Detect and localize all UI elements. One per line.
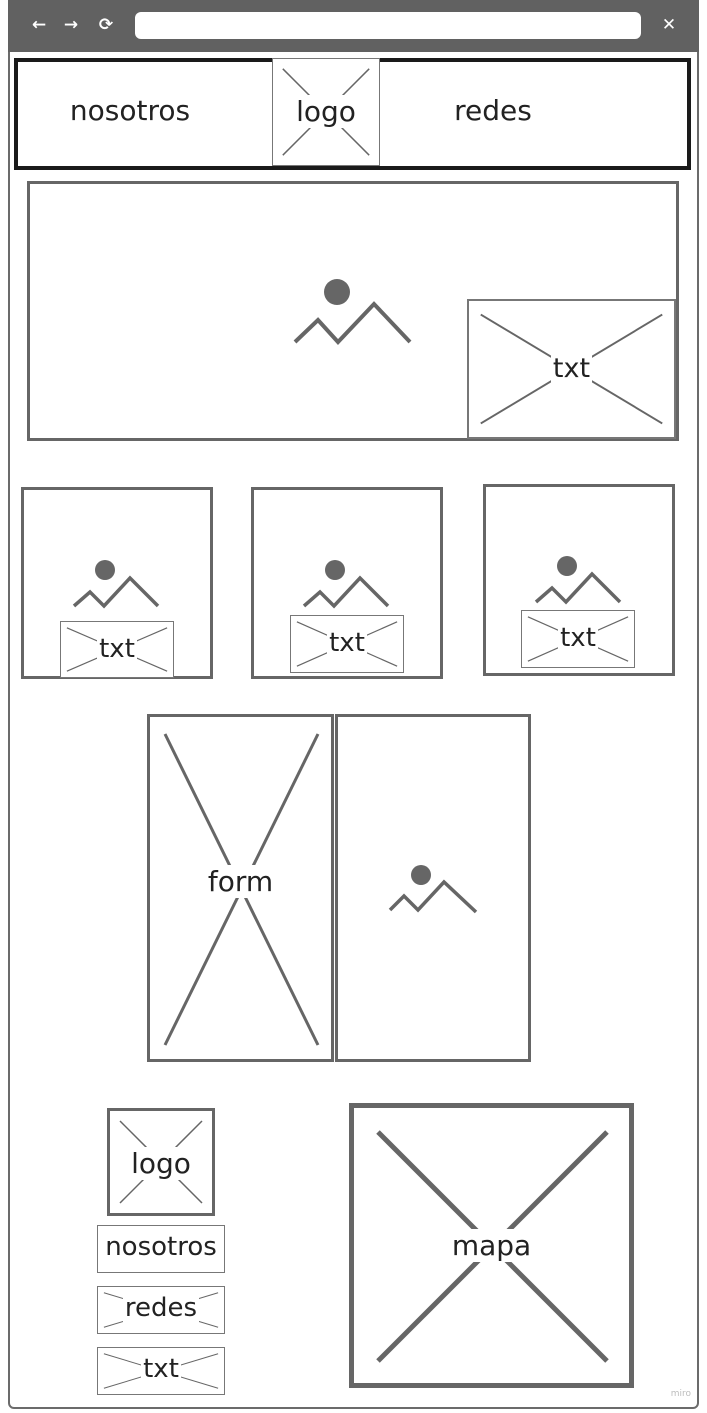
card-3-text-placeholder: txt [521, 610, 635, 668]
close-icon: ✕ [661, 15, 677, 35]
image-icon [388, 865, 478, 914]
forward-button[interactable]: → [60, 14, 82, 36]
hero-text-label: txt [550, 353, 593, 384]
card-1-text-placeholder: txt [60, 621, 174, 678]
contact-form-placeholder[interactable]: form [147, 714, 334, 1062]
card-3-text-label: txt [558, 623, 598, 653]
arrow-right-icon: → [63, 15, 79, 35]
miro-watermark: miro [670, 1389, 691, 1399]
arrow-left-icon: ← [31, 15, 47, 35]
image-icon [72, 560, 160, 609]
reload-icon: ⟳ [98, 15, 114, 35]
footer-nosotros-link[interactable]: nosotros [97, 1225, 225, 1273]
footer-redes-label: redes [122, 1293, 200, 1323]
image-icon [534, 556, 622, 605]
card-2-text-label: txt [327, 628, 367, 658]
footer-redes-link[interactable]: redes [97, 1286, 225, 1334]
footer-map-label: mapa [449, 1229, 534, 1262]
footer-text-label: txt [141, 1354, 181, 1384]
card-1-text-label: txt [97, 634, 137, 664]
footer-logo-label: logo [129, 1147, 193, 1180]
header-nosotros-link[interactable]: nosotros [69, 94, 191, 127]
url-bar[interactable] [135, 12, 641, 39]
header-logo-placeholder[interactable]: logo [272, 58, 380, 166]
footer-map-placeholder[interactable]: mapa [349, 1103, 634, 1388]
header-logo-label: logo [294, 95, 358, 128]
hero-text-placeholder: txt [467, 299, 676, 439]
footer-logo-placeholder[interactable]: logo [107, 1108, 215, 1216]
reload-button[interactable]: ⟳ [95, 14, 117, 36]
close-button[interactable]: ✕ [658, 14, 680, 36]
image-icon [293, 279, 412, 345]
image-icon [302, 560, 390, 609]
contact-image-placeholder [335, 714, 531, 1062]
contact-form-label: form [205, 865, 276, 898]
card-2-text-placeholder: txt [290, 615, 404, 673]
header-redes-link[interactable]: redes [454, 94, 532, 127]
back-button[interactable]: ← [28, 14, 50, 36]
footer-text-placeholder: txt [97, 1347, 225, 1395]
footer-nosotros-label: nosotros [103, 1232, 219, 1262]
